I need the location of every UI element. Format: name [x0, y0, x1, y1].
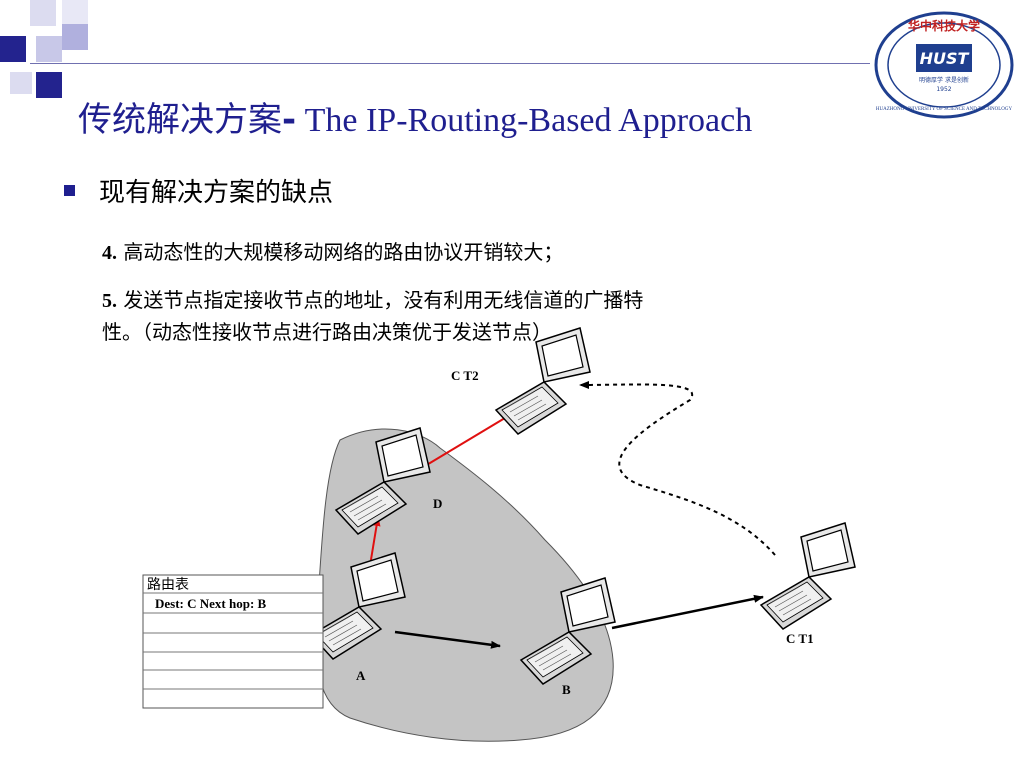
- mobility-path-dashed: [579, 380, 776, 556]
- point-text: 发送节点指定接收节点的地址，没有利用无线信道的广播特: [117, 288, 644, 312]
- point-5: 5. 发送节点指定接收节点的地址，没有利用无线信道的广播特: [102, 284, 643, 313]
- node-label-ct2: C T2: [451, 368, 479, 383]
- point-number: 5.: [102, 290, 117, 312]
- route-arrow-a-to-b: [394, 630, 501, 649]
- logo-center-text: HUST: [920, 49, 970, 68]
- header-rule: [30, 63, 870, 64]
- laptop-icon-ct2: [495, 327, 591, 435]
- point-4: 4. 高动态性的大规模移动网络的路由协议开销较大；: [102, 236, 563, 265]
- slide-title: 传统解决方案- The IP-Routing-Based Approach: [78, 92, 752, 141]
- logo-year: 1952: [936, 86, 951, 93]
- point-text: 高动态性的大规模移动网络的路由协议开销较大；: [117, 240, 564, 264]
- title-english: The IP-Routing-Based Approach: [296, 102, 753, 139]
- logo-ring-text: HUAZHONG UNIVERSITY OF SCIENCE AND TECHN…: [876, 107, 1013, 112]
- title-separator: -: [282, 100, 297, 140]
- route-arrow-b-to-ct1: [611, 594, 764, 630]
- bullet-square-icon: [64, 185, 75, 196]
- route-arrow-d-to-ct2: [414, 411, 516, 473]
- point-number: 4.: [102, 242, 117, 264]
- node-label-a: A: [356, 668, 366, 683]
- node-label-ct1: C T1: [786, 631, 814, 646]
- point-5-continued: 性。（动态性接收节点进行路由决策优于发送节点）: [102, 316, 552, 345]
- routing-table-title: 路由表: [147, 577, 189, 593]
- corner-decoration: [0, 0, 90, 100]
- logo-top-text: 华中科技大学: [908, 18, 980, 33]
- node-label-b: B: [562, 682, 571, 697]
- node-label-d: D: [433, 496, 442, 511]
- bullet-text: 现有解决方案的缺点: [99, 178, 334, 208]
- bullet-item: 现有解决方案的缺点: [64, 172, 333, 209]
- laptop-icon-ct1: [760, 522, 856, 630]
- university-logo-icon: 华中科技大学 HUAZHONG UNIVERSITY OF SCIENCE AN…: [874, 11, 1014, 119]
- logo-motto: 明德厚学 求是创新: [919, 76, 969, 84]
- routing-table-entry: Dest: C Next hop: B: [155, 596, 267, 611]
- routing-table: 路由表 Dest: C Next hop: B: [142, 574, 324, 709]
- title-chinese: 传统解决方案: [78, 100, 282, 140]
- point-text: 性。（动态性接收节点进行路由决策优于发送节点）: [102, 320, 552, 344]
